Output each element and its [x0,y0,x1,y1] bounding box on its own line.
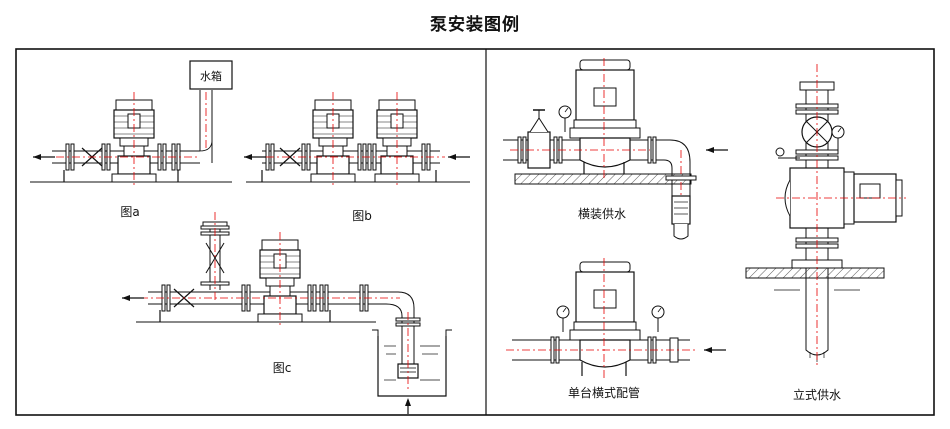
pressure-gauge-icon [558,105,572,133]
figure-single-horizontal-piping: 单台横式配管 [506,258,727,400]
caption-single-horizontal-piping: 单台横式配管 [568,385,640,400]
water-tank-icon [189,60,233,90]
caption-fig-b: 图b [352,209,372,223]
page-title: 泵安装图例 [430,15,520,35]
gate-valve-icon [527,109,551,169]
figure-b: 图b [243,92,470,223]
figure-vertical-supply: 立式供水 [745,64,906,402]
caption-horizontal-supply: 横装供水 [578,207,626,221]
pressure-gauge-icon [831,125,845,153]
caption-fig-a: 图a [120,205,139,219]
pressure-gauge-icon [556,305,570,333]
caption-vertical-supply: 立式供水 [793,387,841,402]
water-tank-label: 水箱 [200,69,222,83]
figure-horizontal-supply: 横装供水 [503,58,729,240]
check-valve-icon [775,147,800,159]
caption-fig-c: 图c [273,361,292,375]
pressure-gauge-icon [651,305,665,333]
outer-frame [15,48,935,416]
installation-diagram: 水箱 图a [15,48,935,416]
figure-c: 图c [121,212,452,414]
figure-a: 水箱 图a [30,60,233,219]
water-well [372,312,452,414]
